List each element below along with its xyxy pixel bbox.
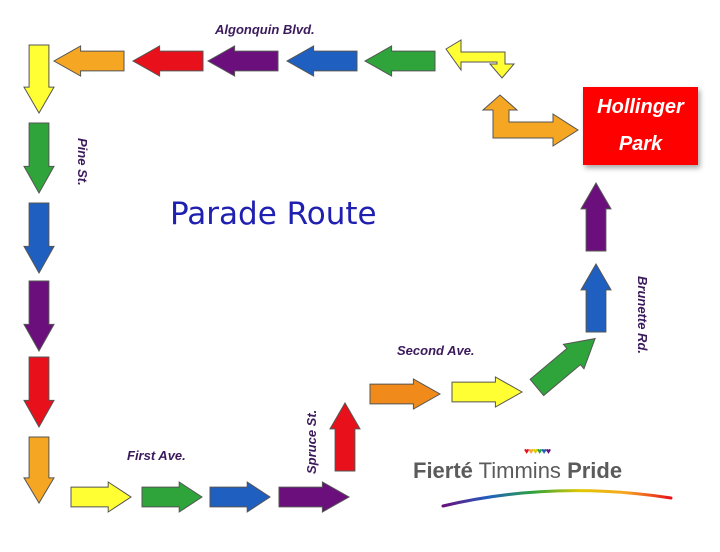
street-label-second: Second Ave. [397,343,475,358]
rainbow-swoosh-icon [441,489,673,508]
route-arrow-19 [206,45,279,77]
street-label-first: First Ave. [127,448,186,463]
street-label-brunette: Brunette Rd. [635,276,650,354]
map-title: Parade Route [170,196,377,232]
route-arrow-12 [369,378,442,410]
logo-word-3: Pride [567,458,623,483]
destination-line2: Park [618,133,663,155]
street-label-algonquin: Algonquin Blvd. [215,22,315,37]
route-arrow-2 [23,122,55,195]
route-arrow-13 [451,376,524,408]
route-arrow-5 [23,356,55,429]
route-arrow-14 [529,337,596,397]
route-arrow-1 [23,44,55,114]
route-arrow-8 [141,481,203,513]
route-arrow-16 [580,182,612,252]
destination-hollinger-park: Hollinger Park [583,87,698,165]
route-arrow-3 [23,202,55,275]
route-arrow-22 [445,39,516,79]
logo-text: Fierté Timmins Pride [413,458,622,484]
route-arrow-7 [70,481,132,513]
route-arrow-4 [23,280,55,353]
route-arrow-20 [285,45,358,77]
hearts-icon: ♥♥♥♥♥♥ [524,446,551,456]
route-arrow-11 [329,402,361,472]
street-label-spruce: Spruce St. [304,409,319,474]
fierte-timmins-pride-logo: ♥♥♥♥♥♥ Fierté Timmins Pride [413,444,683,514]
route-arrow-21 [363,45,436,77]
destination-line1: Hollinger [597,96,684,118]
route-arrow-10 [278,481,351,513]
route-arrow-23 [481,94,579,147]
route-arrow-15 [580,263,612,333]
route-arrow-18 [131,45,204,77]
route-arrow-17 [52,45,125,77]
logo-word-2: Timmins [478,458,561,483]
street-label-pine: Pine St. [75,138,90,186]
route-arrow-9 [209,481,271,513]
logo-word-1: Fierté [413,458,473,483]
route-arrow-6 [23,436,55,504]
